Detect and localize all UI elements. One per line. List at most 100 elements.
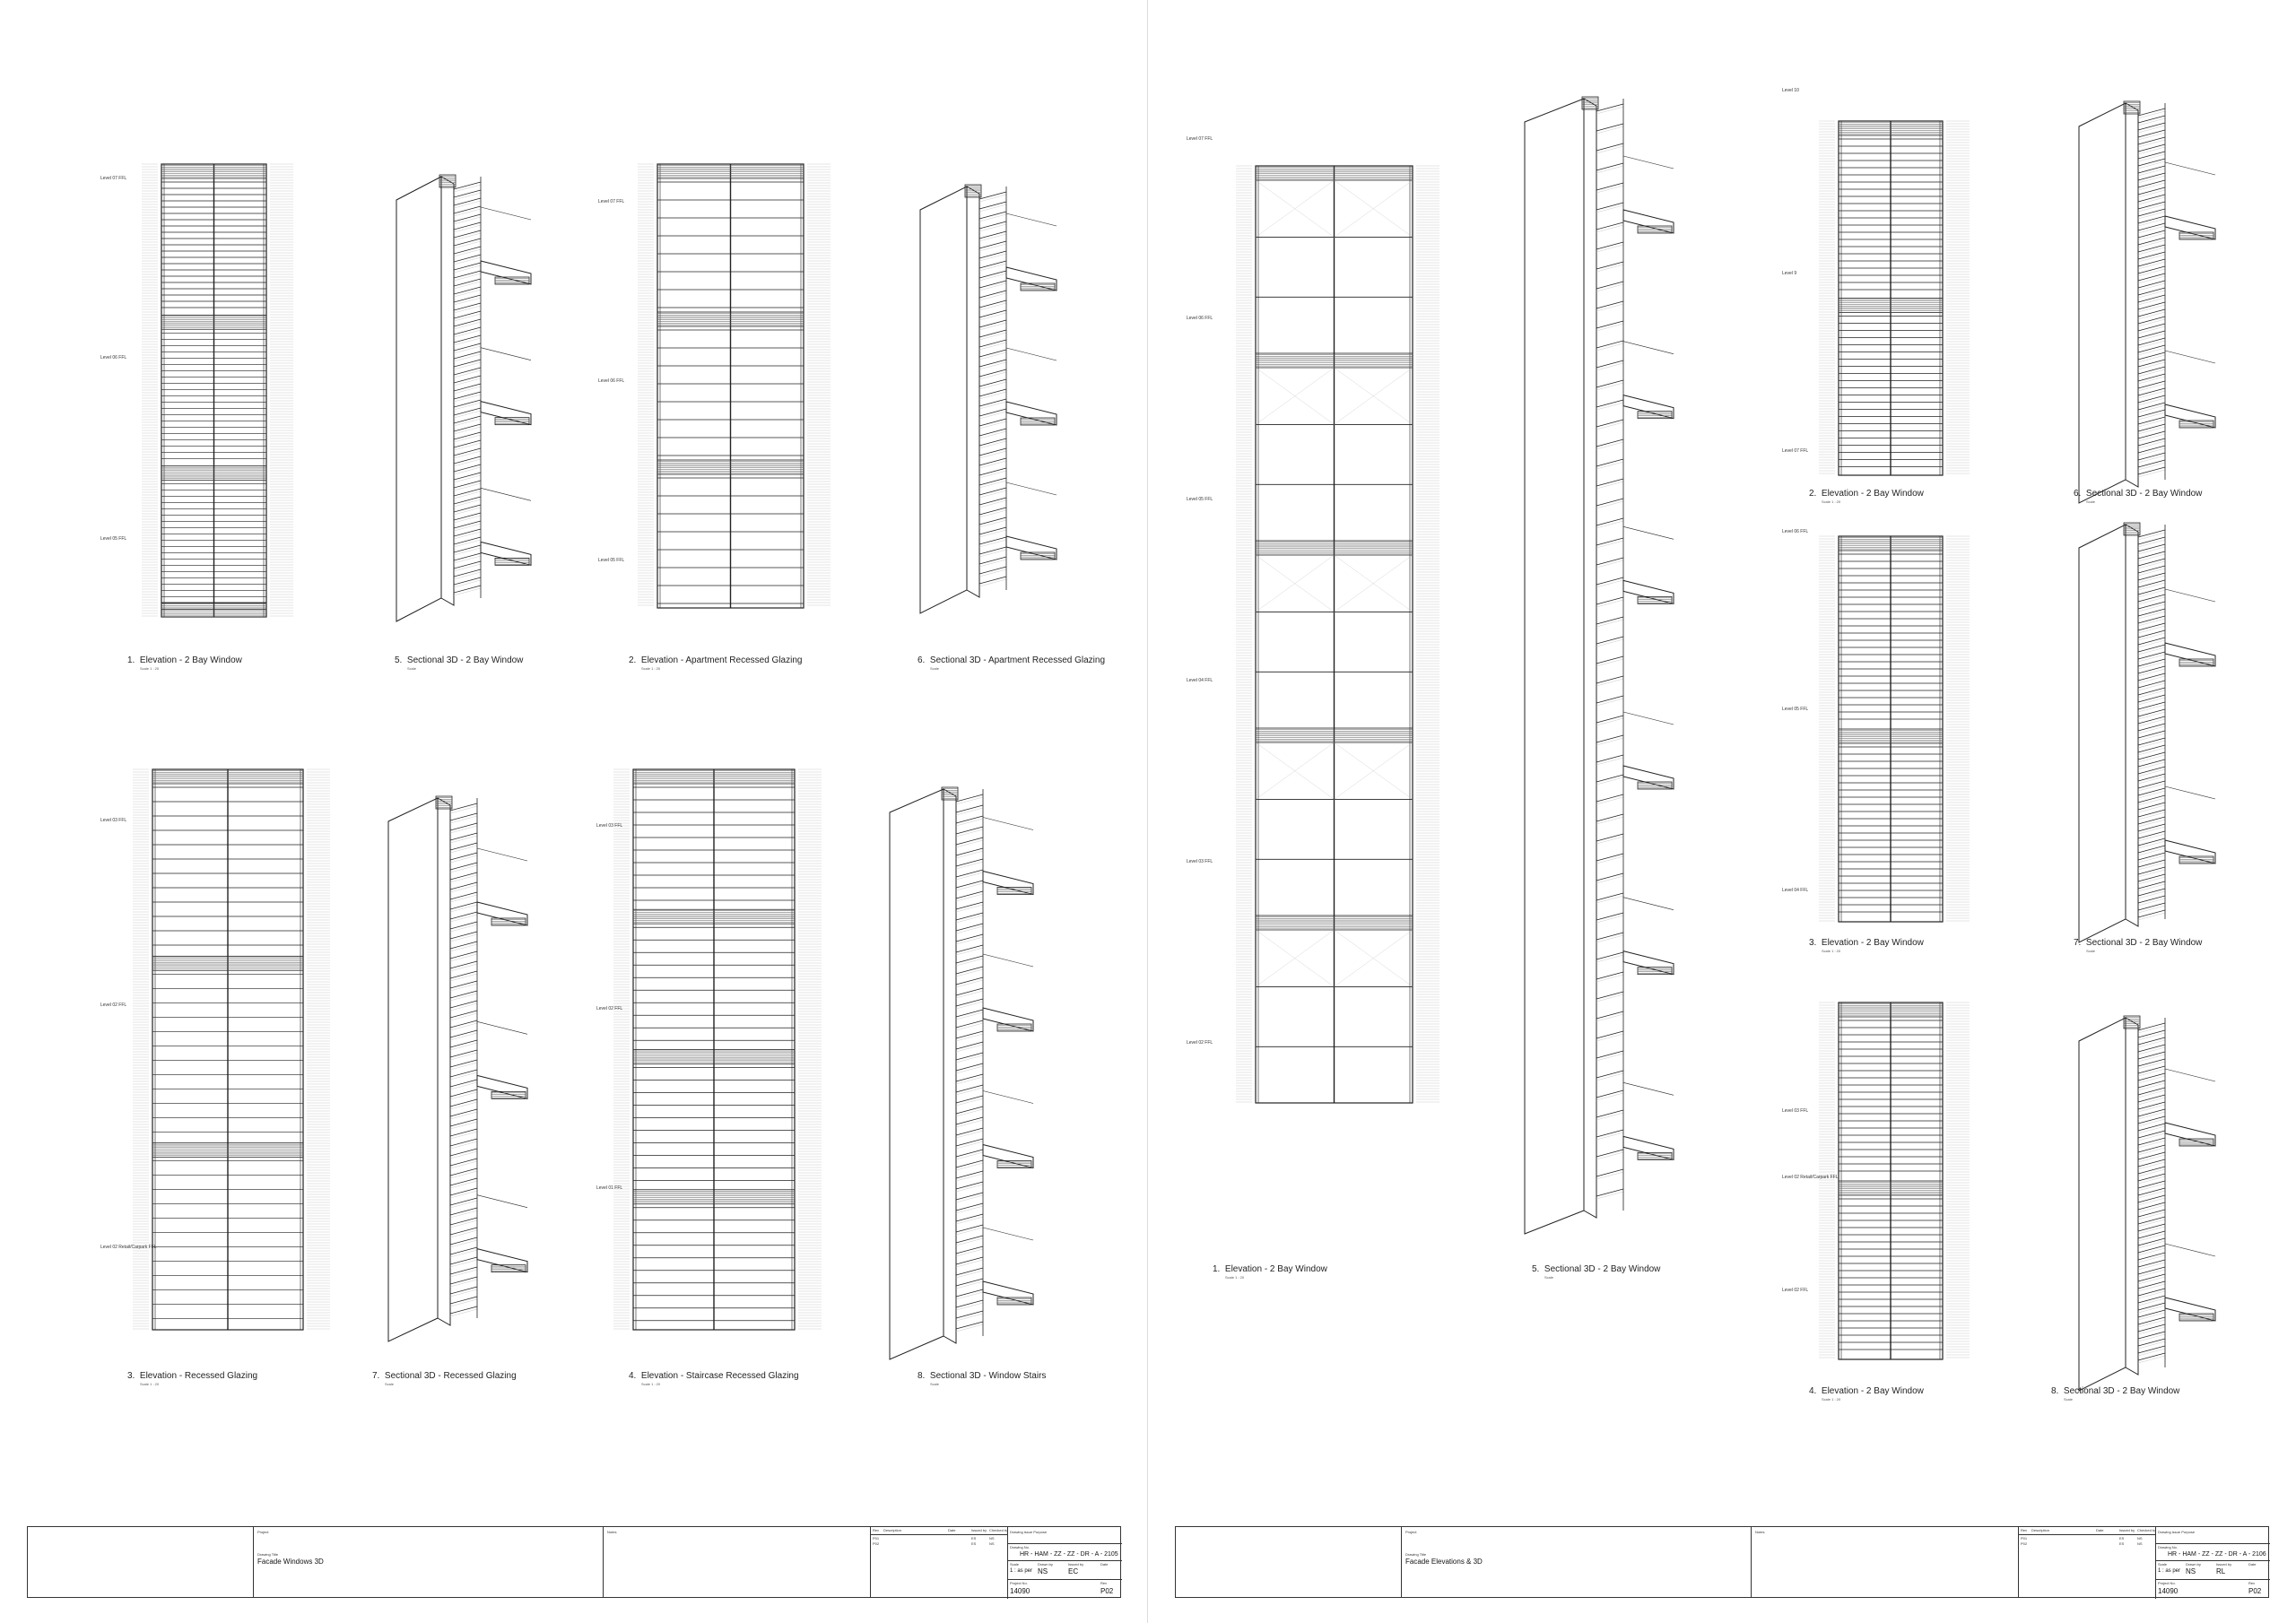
rev-entry: P01: [2021, 1536, 2028, 1541]
sectional-3d-window-stairs: [889, 786, 1034, 1360]
issued-value: EC: [1068, 1567, 1079, 1575]
title-block: Project Drawing Title Facade Elevations …: [1175, 1526, 2270, 1599]
notes-label: Notes: [607, 1530, 617, 1534]
rev-col: Rev: [873, 1528, 880, 1532]
drawing-title-label: Drawing Title: [1405, 1552, 1427, 1557]
project-number: 14090: [1010, 1587, 1031, 1595]
rev-entry: NS: [989, 1541, 995, 1546]
sectional-3d-2-bay-window-upper: [2078, 100, 2216, 504]
level-label: Level 06 FFL: [598, 378, 625, 384]
project-number: 14090: [2158, 1587, 2179, 1595]
checked-col: Checked by: [2137, 1528, 2157, 1532]
level-label: Level 07 FFL: [1187, 136, 1213, 142]
elevation-staircase-recessed-glazing: [613, 768, 822, 1331]
rev-value: P02: [1100, 1587, 1114, 1595]
level-label: Level 03 FFL: [100, 818, 127, 823]
scale-label: Scale: [2158, 1562, 2168, 1567]
date-col: Date: [2096, 1528, 2104, 1532]
level-label: Level 02 FFL: [1187, 1040, 1213, 1046]
drawing-title: Facade Elevations & 3D: [1405, 1558, 1483, 1566]
level-label: Level 04 FFL: [1782, 888, 1809, 893]
sheet-divider: [1147, 0, 1148, 1623]
level-label: Level 10: [1782, 88, 1799, 93]
level-label: Level 05 FFL: [598, 558, 625, 563]
rev-label: Rev: [2248, 1581, 2256, 1585]
date-col: Date: [948, 1528, 956, 1532]
level-label: Level 03 FFL: [1187, 859, 1213, 864]
level-label: Level 05 FFL: [1187, 497, 1213, 502]
project-no-label: Project No.: [2158, 1581, 2176, 1585]
elevation-recessed-glazing: [133, 768, 330, 1331]
sectional-3d-2-bay-window: [396, 174, 532, 622]
drawing-number: HR - HAM - ZZ - ZZ - DR - A - 2106: [2168, 1551, 2266, 1558]
rev-entry: P02: [873, 1541, 880, 1546]
drawn-label: Drawn by: [1038, 1562, 1053, 1567]
scale-value: 1 : as per: [2158, 1568, 2181, 1574]
drawn-value: NS: [1038, 1567, 1048, 1575]
level-label: Level 02 FFL: [596, 1006, 623, 1011]
issued-label: Issued by: [2216, 1562, 2232, 1567]
level-label: Level 04 FFL: [1187, 678, 1213, 683]
issued-value: RL: [2216, 1567, 2226, 1575]
level-label: Level 06 FFL: [1187, 316, 1213, 321]
project-label: Project: [1405, 1530, 1417, 1534]
drawing-no-label: Drawing No.: [1010, 1545, 1031, 1549]
level-label: Level 01 FFL: [596, 1185, 623, 1191]
elevation-2-bay-window-tall: [1236, 165, 1439, 1104]
checked-col: Checked by: [989, 1528, 1009, 1532]
sectional-3d-2-bay-window-lower: [2078, 1015, 2216, 1392]
rev-entry: ES: [971, 1536, 977, 1541]
rev-entry: P02: [2021, 1541, 2028, 1546]
elevation-2-bay-window-lower: [1819, 1002, 1970, 1360]
level-label: Level 02 FFL: [1782, 1288, 1809, 1293]
drawn-value: NS: [2186, 1567, 2196, 1575]
elevation-2-bay-window: [142, 163, 293, 618]
level-label: Level 06 FFL: [1782, 529, 1809, 534]
level-label: Level 05 FFL: [1782, 707, 1809, 712]
project-label: Project: [257, 1530, 269, 1534]
date-label: Date: [1100, 1562, 1109, 1567]
issued-label: Issued by: [1068, 1562, 1084, 1567]
drawing-title-label: Drawing Title: [257, 1552, 279, 1557]
rev-entry: NS: [989, 1536, 995, 1541]
sectional-3d-apartment-recessed-glazing: [919, 184, 1057, 614]
rev-entry: P01: [873, 1536, 880, 1541]
level-label: Level 02 Retail/Carpark FFL: [1782, 1175, 1839, 1180]
sectional-3d-2-bay-window-tall: [1524, 96, 1674, 1235]
project-no-label: Project No.: [1010, 1581, 1028, 1585]
rev-entry: ES: [2119, 1541, 2125, 1546]
desc-col: Description: [883, 1528, 902, 1532]
level-label: Level 05 FFL: [100, 536, 127, 542]
level-label: Level 03 FFL: [1782, 1108, 1809, 1114]
level-label: Level 9: [1782, 271, 1797, 276]
rev-entry: NS: [2137, 1541, 2143, 1546]
drawing-title: Facade Windows 3D: [257, 1558, 324, 1566]
level-label: Level 02 FFL: [100, 1002, 127, 1008]
elevation-apartment-recessed-glazing: [638, 163, 831, 609]
sectional-3d-recessed-glazing: [387, 795, 528, 1342]
elevation-2-bay-window-upper: [1819, 120, 1970, 476]
rev-entry: ES: [971, 1541, 977, 1546]
caption-s1-4: 4. Elevation - Staircase Recessed Glazin…: [629, 1371, 799, 1386]
level-label: Level 07 FFL: [100, 176, 127, 181]
rev-entry: ES: [2119, 1536, 2125, 1541]
issued-col: Issued by: [2119, 1528, 2135, 1532]
sectional-3d-2-bay-window-mid: [2078, 522, 2216, 943]
caption-s1-6: 6. Sectional 3D - Apartment Recessed Gla…: [918, 655, 1106, 671]
level-label: Level 03 FFL: [596, 823, 623, 829]
rev-entry: NS: [2137, 1536, 2143, 1541]
drawn-label: Drawn by: [2186, 1562, 2201, 1567]
